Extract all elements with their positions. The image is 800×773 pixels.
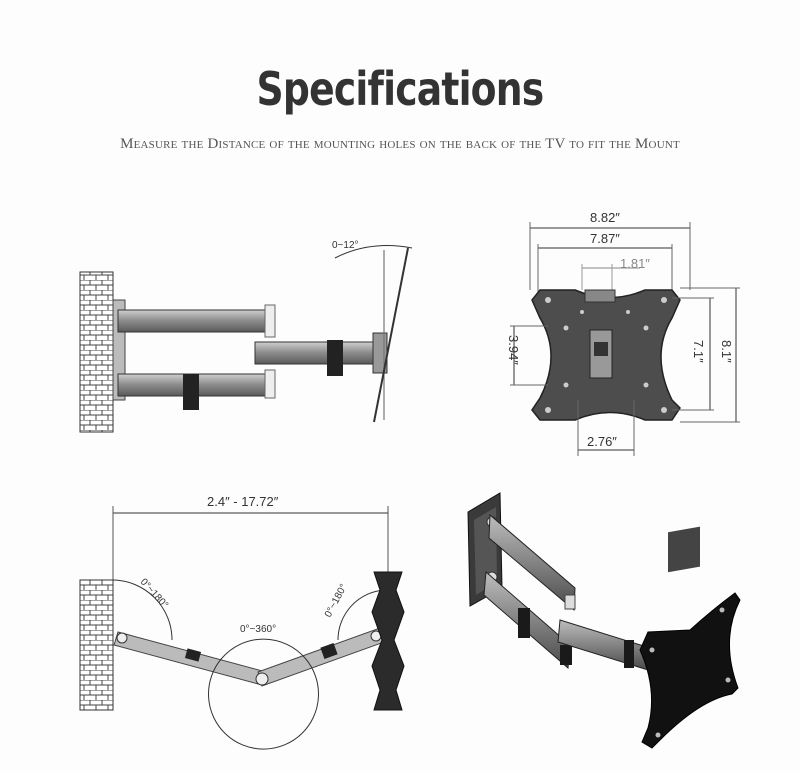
page-title: Specifications [256, 62, 545, 116]
upper-arm [117, 309, 274, 333]
width-outer-label: 8.82″ [590, 210, 620, 225]
joint-angle-label: 0°~360° [240, 624, 276, 635]
height-left-label: 3.94″ [506, 335, 521, 365]
page-subtitle: Measure the Distance of the mounting hol… [120, 136, 680, 152]
tilt-arc [334, 245, 413, 259]
height-mid-label: 7.1″ [691, 340, 706, 363]
width-mid-label: 7.87″ [590, 231, 620, 246]
tilt-label: 0~12° [332, 240, 359, 251]
height-right-label: 8.1″ [719, 340, 734, 363]
perspective-view-diagram [467, 492, 741, 749]
side-view-diagram: 0~12° [79, 240, 413, 433]
top-view-diagram: 2.4″ - 17.72″ 0°~180° 0°~360° 0°~180° [79, 494, 405, 750]
extension-label: 2.4″ - 17.72″ [207, 494, 279, 509]
wall-brick [79, 271, 114, 433]
plate-view-diagram: 8.82″ 7.87″ 1.81″ 3.94″ 7.1″ 8.1″ [506, 210, 740, 456]
front-arm [254, 341, 386, 365]
wall-angle-label: 0°~180° [138, 577, 170, 611]
bottom-width-label: 2.76″ [587, 434, 617, 449]
tv-plate-3d [639, 592, 741, 749]
wall-brick-top [79, 579, 114, 711]
width-inner-label: 1.81″ [620, 256, 650, 271]
arm-segment-2 [257, 627, 385, 687]
tv-plate-top [371, 571, 405, 711]
